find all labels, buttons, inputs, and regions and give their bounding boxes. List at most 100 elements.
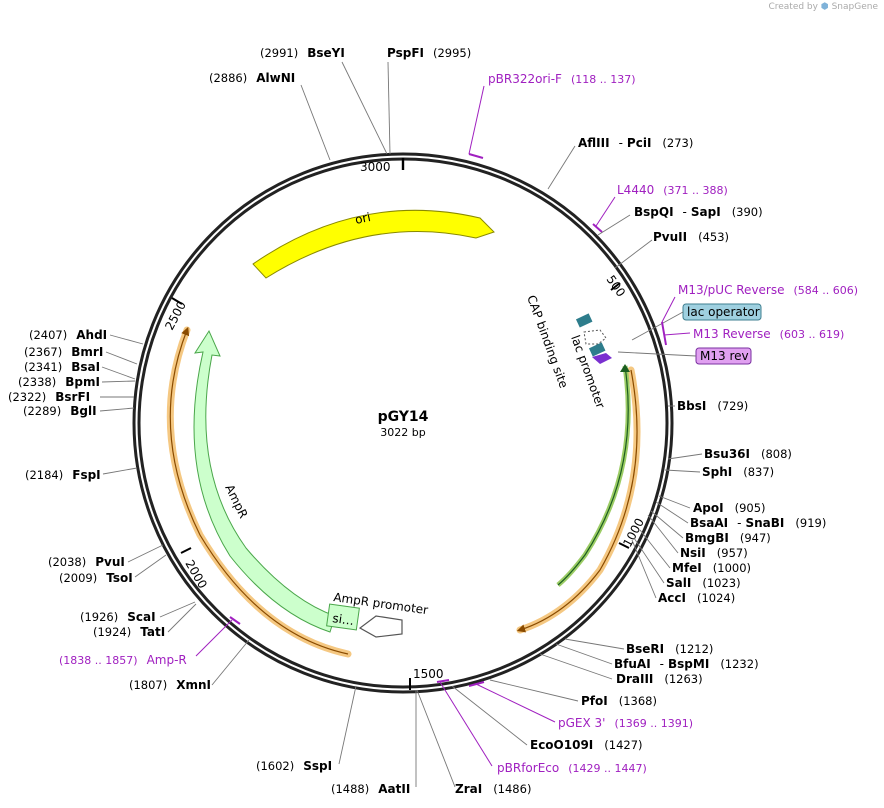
leader-draiii bbox=[539, 653, 613, 680]
lac-promoter-arrow[interactable] bbox=[583, 329, 607, 345]
leader-tati bbox=[167, 603, 197, 633]
m13-rev-arrow[interactable] bbox=[592, 353, 612, 364]
leader-bseyi bbox=[341, 61, 388, 155]
svg-text:Bsu36I(808): Bsu36I(808) bbox=[704, 447, 792, 461]
site-bsu36i[interactable]: Bsu36I(808) bbox=[704, 447, 792, 461]
site-scai[interactable]: (1926)ScaI bbox=[80, 610, 156, 624]
svg-text:(2338)BpmI: (2338)BpmI bbox=[18, 375, 100, 389]
svg-text:pGEX 3'(1369 .. 1391): pGEX 3'(1369 .. 1391) bbox=[558, 716, 693, 730]
lac-operator-block[interactable] bbox=[588, 342, 606, 357]
leader-bfuai bbox=[555, 643, 613, 665]
site-fspi[interactable]: (2184)FspI bbox=[25, 468, 101, 482]
pgex3-leader bbox=[475, 683, 556, 723]
svg-text:PfoI(1368): PfoI(1368) bbox=[581, 694, 657, 708]
site-pfoi[interactable]: PfoI(1368) bbox=[581, 694, 657, 708]
cap-binding-site-block[interactable] bbox=[575, 313, 593, 328]
leader-zrai bbox=[416, 689, 456, 788]
site-sphi[interactable]: SphI(837) bbox=[702, 465, 774, 479]
site-xmni[interactable]: (1807)XmnI bbox=[129, 678, 211, 692]
svg-text:M13/pUC Reverse(584 .. 606): M13/pUC Reverse(584 .. 606) bbox=[678, 283, 858, 297]
site-bmri[interactable]: (2367)BmrI bbox=[24, 345, 103, 359]
svg-text:BmgBI(947): BmgBI(947) bbox=[685, 531, 771, 545]
site-ecoo109i[interactable]: EcoO109I(1427) bbox=[530, 738, 643, 752]
primer-l4440[interactable]: L4440(371 .. 388) bbox=[617, 183, 728, 197]
tick-500 bbox=[610, 282, 621, 291]
leader-sspi bbox=[338, 685, 357, 765]
site-aatii[interactable]: (1488)AatII bbox=[331, 782, 410, 796]
site-afliii[interactable]: AflIII-PciI(273) bbox=[578, 136, 693, 150]
svg-text:L4440(371 .. 388): L4440(371 .. 388) bbox=[617, 183, 728, 197]
site-bpmi[interactable]: (2338)BpmI bbox=[18, 375, 100, 389]
site-bspqi[interactable]: BspQI-SapI(390) bbox=[634, 205, 763, 219]
site-bseri[interactable]: BseRI(1212) bbox=[626, 642, 713, 656]
svg-text:PspFI(2995): PspFI(2995) bbox=[387, 46, 471, 60]
svg-text:SphI(837): SphI(837) bbox=[702, 465, 774, 479]
primer-m13-reverse[interactable]: M13 Reverse(603 .. 619) bbox=[693, 327, 844, 341]
site-nsii[interactable]: NsiI(957) bbox=[680, 546, 748, 560]
svg-text:AccI(1024): AccI(1024) bbox=[658, 591, 735, 605]
l4440-leader bbox=[595, 196, 616, 227]
site-bseyi[interactable]: (2991)BseYI bbox=[260, 46, 345, 60]
site-ahdi[interactable]: (2407)AhdI bbox=[29, 328, 107, 342]
primer-pbrforeco[interactable]: pBRforEco(1429 .. 1447) bbox=[497, 761, 647, 775]
primer-pgex-3[interactable]: pGEX 3'(1369 .. 1391) bbox=[558, 716, 693, 730]
m13-rev-label: M13 rev bbox=[700, 349, 749, 363]
primer-amp-r[interactable]: (1838 .. 1857)Amp-R bbox=[59, 653, 187, 667]
cap-binding-site-label: CAP binding site bbox=[524, 293, 571, 390]
ampr-feature[interactable] bbox=[193, 329, 336, 633]
svg-text:BbsI(729): BbsI(729) bbox=[677, 399, 748, 413]
lac-operator-label: lac operator bbox=[687, 305, 760, 319]
site-bsrfi[interactable]: (2322)BsrFI bbox=[8, 390, 90, 404]
tick-1000 bbox=[618, 542, 630, 549]
site-bgli[interactable]: (2289)BglI bbox=[23, 404, 97, 418]
svg-text:BspQI-SapI(390): BspQI-SapI(390) bbox=[634, 205, 763, 219]
ori-feature[interactable] bbox=[252, 209, 495, 279]
site-sali[interactable]: SalI(1023) bbox=[666, 576, 741, 590]
site-zrai[interactable]: ZraI(1486) bbox=[455, 782, 531, 796]
site-bsaai[interactable]: BsaAI-SnaBI(919) bbox=[690, 516, 826, 530]
leader-bmri bbox=[105, 351, 138, 365]
leader-bsaai bbox=[655, 501, 689, 524]
svg-text:DraIII(1263): DraIII(1263) bbox=[616, 672, 703, 686]
pbr322ori-leader bbox=[468, 85, 485, 155]
primer-m13-puc-reverse[interactable]: M13/pUC Reverse(584 .. 606) bbox=[678, 283, 858, 297]
site-mfei[interactable]: MfeI(1000) bbox=[672, 561, 751, 575]
site-alwni[interactable]: (2886)AlwNI bbox=[209, 71, 295, 85]
site-apoi[interactable]: ApoI(905) bbox=[693, 501, 766, 515]
tick-label-1500: 1500 bbox=[413, 667, 444, 681]
primer-pbr322ori-f[interactable]: pBR322ori-F(118 .. 137) bbox=[488, 72, 636, 86]
svg-text:(2407)AhdI: (2407)AhdI bbox=[29, 328, 107, 342]
signal-sequence[interactable] bbox=[326, 603, 360, 631]
svg-text:(1926)ScaI: (1926)ScaI bbox=[80, 610, 156, 624]
svg-text:BsaAI-SnaBI(919): BsaAI-SnaBI(919) bbox=[690, 516, 826, 530]
svg-text:(1807)XmnI: (1807)XmnI bbox=[129, 678, 211, 692]
leader-nsii bbox=[647, 514, 679, 554]
site-bsai[interactable]: (2341)BsaI bbox=[24, 360, 100, 374]
plasmid-size: 3022 bp bbox=[380, 426, 425, 439]
leader-pfoi bbox=[489, 679, 579, 702]
ampr-promoter-arrow[interactable] bbox=[358, 615, 403, 638]
ampr-primer-leader bbox=[195, 619, 233, 657]
site-bmgbi[interactable]: BmgBI(947) bbox=[685, 531, 771, 545]
snapgene-logo-icon: ⬢ bbox=[820, 2, 829, 12]
svg-text:(2367)BmrI: (2367)BmrI bbox=[24, 345, 103, 359]
site-bfuai[interactable]: BfuAI-BspMI(1232) bbox=[614, 657, 759, 671]
ori-label: ori bbox=[354, 210, 372, 227]
site-pvuii[interactable]: PvuII(453) bbox=[653, 230, 729, 244]
site-acci[interactable]: AccI(1024) bbox=[658, 591, 735, 605]
site-pspfi[interactable]: PspFI(2995) bbox=[387, 46, 471, 60]
site-sspi[interactable]: (1602)SspI bbox=[256, 759, 332, 773]
site-pvui[interactable]: (2038)PvuI bbox=[48, 555, 125, 569]
svg-text:SalI(1023): SalI(1023) bbox=[666, 576, 741, 590]
m13reverse-leader bbox=[663, 332, 691, 336]
leader-acci bbox=[631, 539, 657, 599]
svg-text:(2009)TsoI: (2009)TsoI bbox=[59, 571, 133, 585]
site-bbsi[interactable]: BbsI(729) bbox=[677, 399, 748, 413]
site-tsoi[interactable]: (2009)TsoI bbox=[59, 571, 133, 585]
svg-text:(2991)BseYI: (2991)BseYI bbox=[260, 46, 345, 60]
site-tati[interactable]: (1924)TatI bbox=[93, 625, 165, 639]
svg-text:BfuAI-BspMI(1232): BfuAI-BspMI(1232) bbox=[614, 657, 759, 671]
primer-mark-pbr322ori bbox=[468, 153, 484, 159]
site-draiii[interactable]: DraIII(1263) bbox=[616, 672, 703, 686]
